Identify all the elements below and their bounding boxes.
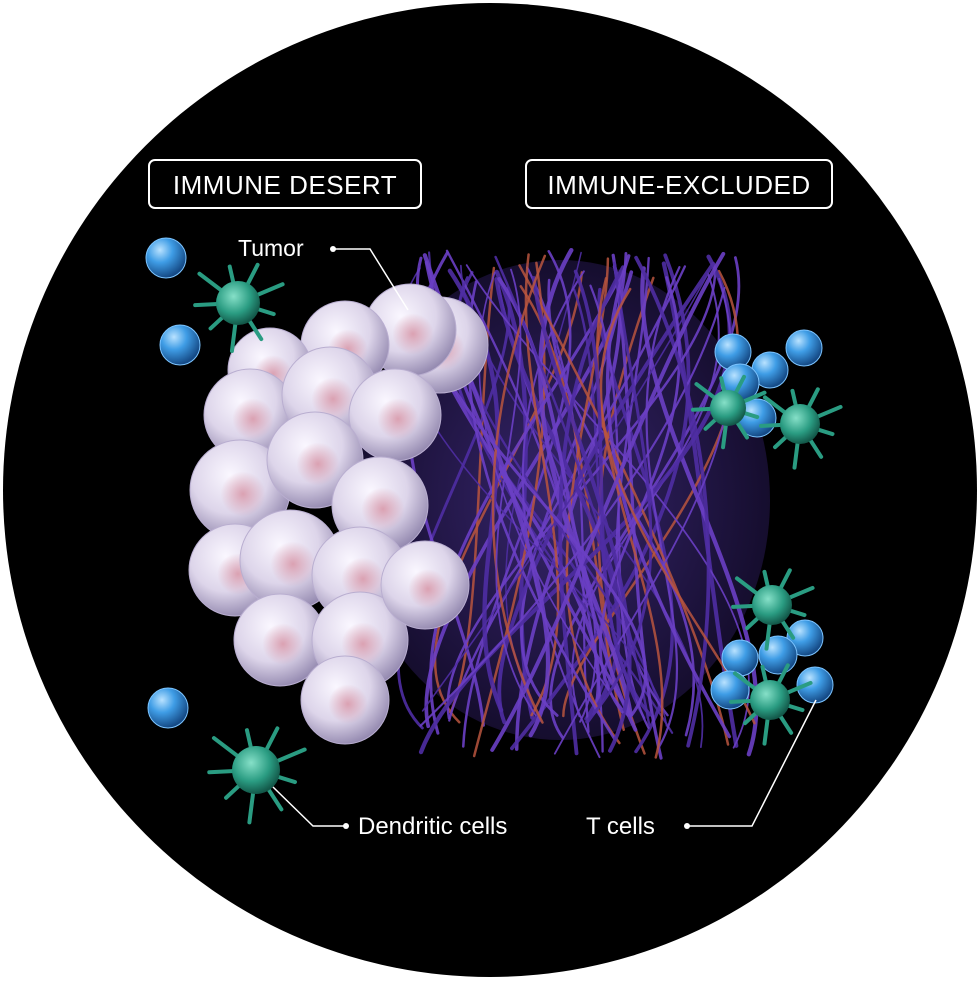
tumor-cell-nucleus bbox=[232, 398, 274, 440]
t-cells-callout: T cells bbox=[586, 699, 817, 840]
immune-desert-text: IMMUNE DESERT bbox=[173, 170, 397, 200]
fiber-strand bbox=[434, 271, 584, 724]
tumor-cell-icon bbox=[188, 283, 489, 745]
tumor-cell-nucleus bbox=[220, 471, 266, 517]
dendritic-cells-callout: Dendritic cells bbox=[272, 786, 507, 840]
fiber-strand bbox=[521, 270, 601, 759]
tumor-cell-nucleus bbox=[341, 622, 385, 666]
dendritic-cell-icon bbox=[193, 262, 843, 825]
fiber-strand bbox=[597, 287, 675, 754]
tumor-cell-nucleus bbox=[311, 377, 355, 421]
fiber-strand bbox=[573, 269, 652, 717]
tumor-callout: Tumor bbox=[238, 235, 409, 311]
dendritic-cell bbox=[216, 281, 260, 325]
fiber-strand bbox=[421, 275, 708, 712]
fiber-strand bbox=[461, 250, 572, 748]
tumor-label: Tumor bbox=[238, 235, 304, 261]
dendritic-cell bbox=[752, 585, 792, 625]
fiber-strand bbox=[491, 254, 547, 724]
fiber-strand bbox=[397, 286, 511, 730]
t-cell bbox=[145, 237, 187, 279]
tumor-cell-nucleus bbox=[341, 557, 385, 601]
tumor-cell-nucleus bbox=[328, 684, 368, 724]
t-cell bbox=[721, 639, 759, 677]
dendritic-cell bbox=[710, 390, 746, 426]
fiber-strand bbox=[565, 257, 621, 745]
t-cells-label: T cells bbox=[586, 813, 655, 840]
t-cell bbox=[785, 329, 823, 367]
dendritic-cell bbox=[232, 746, 280, 794]
fiber-strand bbox=[490, 251, 726, 752]
fiber-strand bbox=[495, 268, 537, 717]
fiber-strand bbox=[524, 253, 560, 717]
tumor-cell-nucleus bbox=[262, 623, 304, 665]
tumor-cell-nucleus bbox=[270, 541, 316, 587]
tumor-cell-nucleus bbox=[296, 442, 340, 486]
t-cell bbox=[159, 324, 201, 366]
tumor-cell-nucleus bbox=[361, 487, 405, 531]
t-cell bbox=[147, 687, 189, 729]
immune-desert-label: IMMUNE DESERT bbox=[148, 159, 422, 209]
dendritic-cell bbox=[750, 680, 790, 720]
fiber-strand bbox=[634, 255, 711, 748]
immune-excluded-label: IMMUNE-EXCLUDED bbox=[525, 159, 833, 209]
dendritic-cells-label: Dendritic cells bbox=[358, 813, 507, 840]
fiber-strand bbox=[596, 276, 664, 759]
dendritic-cell bbox=[780, 404, 820, 444]
fiber-strand bbox=[429, 270, 625, 735]
immune-excluded-text: IMMUNE-EXCLUDED bbox=[547, 170, 810, 200]
tumor-cell-nucleus bbox=[408, 569, 448, 609]
fiber-strand bbox=[494, 277, 621, 724]
fiber-strand bbox=[448, 265, 687, 722]
tumor-cell-nucleus bbox=[392, 313, 434, 355]
fiber-strand bbox=[645, 266, 681, 750]
t-cell-icon bbox=[145, 237, 834, 729]
tumor-cell-nucleus bbox=[377, 398, 419, 440]
fiber-strand bbox=[592, 261, 653, 716]
